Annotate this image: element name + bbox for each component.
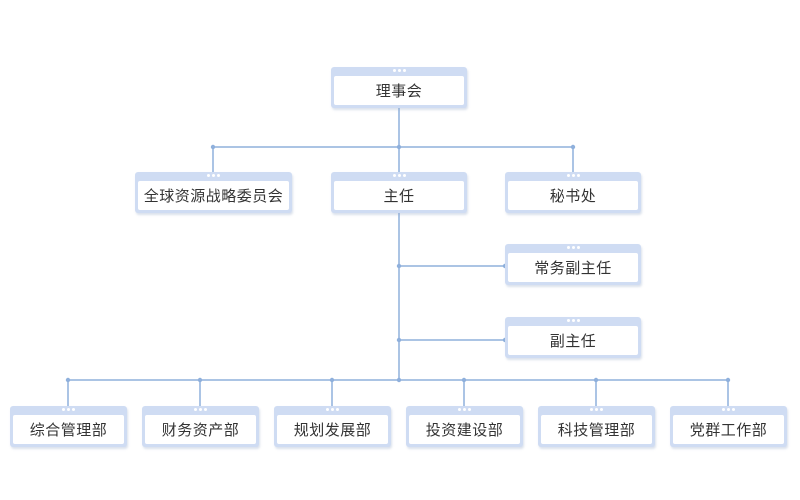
node-handle-dots [670, 408, 787, 414]
node-investment-construction-dept[interactable]: 投资建设部 [406, 406, 523, 447]
node-director[interactable]: 主任 [331, 172, 467, 213]
node-secretariat[interactable]: 秘书处 [505, 172, 641, 213]
node-handle-dots [538, 408, 655, 414]
node-handle-dots [505, 174, 641, 180]
node-handle-dots [135, 174, 292, 180]
node-handle-dots [406, 408, 523, 414]
node-label: 规划发展部 [277, 415, 388, 444]
node-board-of-directors[interactable]: 理事会 [331, 67, 467, 108]
junction-dot [396, 377, 402, 383]
junction-dot [725, 377, 731, 383]
node-label: 党群工作部 [673, 415, 784, 444]
junction-dot [210, 144, 216, 150]
node-general-management-dept[interactable]: 综合管理部 [10, 406, 127, 447]
junction-dot [65, 377, 71, 383]
node-label: 全球资源战略委员会 [138, 181, 289, 210]
node-label: 财务资产部 [145, 415, 256, 444]
node-label: 科技管理部 [541, 415, 652, 444]
node-deputy-director[interactable]: 副主任 [505, 317, 641, 358]
node-handle-dots [331, 69, 467, 75]
node-label: 主任 [334, 181, 464, 210]
node-planning-development-dept[interactable]: 规划发展部 [274, 406, 391, 447]
node-label: 常务副主任 [508, 253, 638, 282]
node-handle-dots [10, 408, 127, 414]
node-handle-dots [505, 246, 641, 252]
junction-dot [396, 144, 402, 150]
node-finance-assets-dept[interactable]: 财务资产部 [142, 406, 259, 447]
node-party-affairs-dept[interactable]: 党群工作部 [670, 406, 787, 447]
junction-dot [593, 377, 599, 383]
node-label: 秘书处 [508, 181, 638, 210]
junction-dot [396, 263, 402, 269]
node-handle-dots [505, 319, 641, 325]
node-label: 投资建设部 [409, 415, 520, 444]
node-label: 综合管理部 [13, 415, 124, 444]
node-label: 理事会 [334, 76, 464, 105]
junction-dot [461, 377, 467, 383]
node-executive-deputy-director[interactable]: 常务副主任 [505, 244, 641, 285]
node-handle-dots [331, 174, 467, 180]
junction-dot [396, 337, 402, 343]
node-handle-dots [142, 408, 259, 414]
node-label: 副主任 [508, 326, 638, 355]
junction-dot [329, 377, 335, 383]
node-global-resource-strategy-committee[interactable]: 全球资源战略委员会 [135, 172, 292, 213]
junction-dot [197, 377, 203, 383]
node-technology-management-dept[interactable]: 科技管理部 [538, 406, 655, 447]
node-handle-dots [274, 408, 391, 414]
junction-dot [570, 144, 576, 150]
